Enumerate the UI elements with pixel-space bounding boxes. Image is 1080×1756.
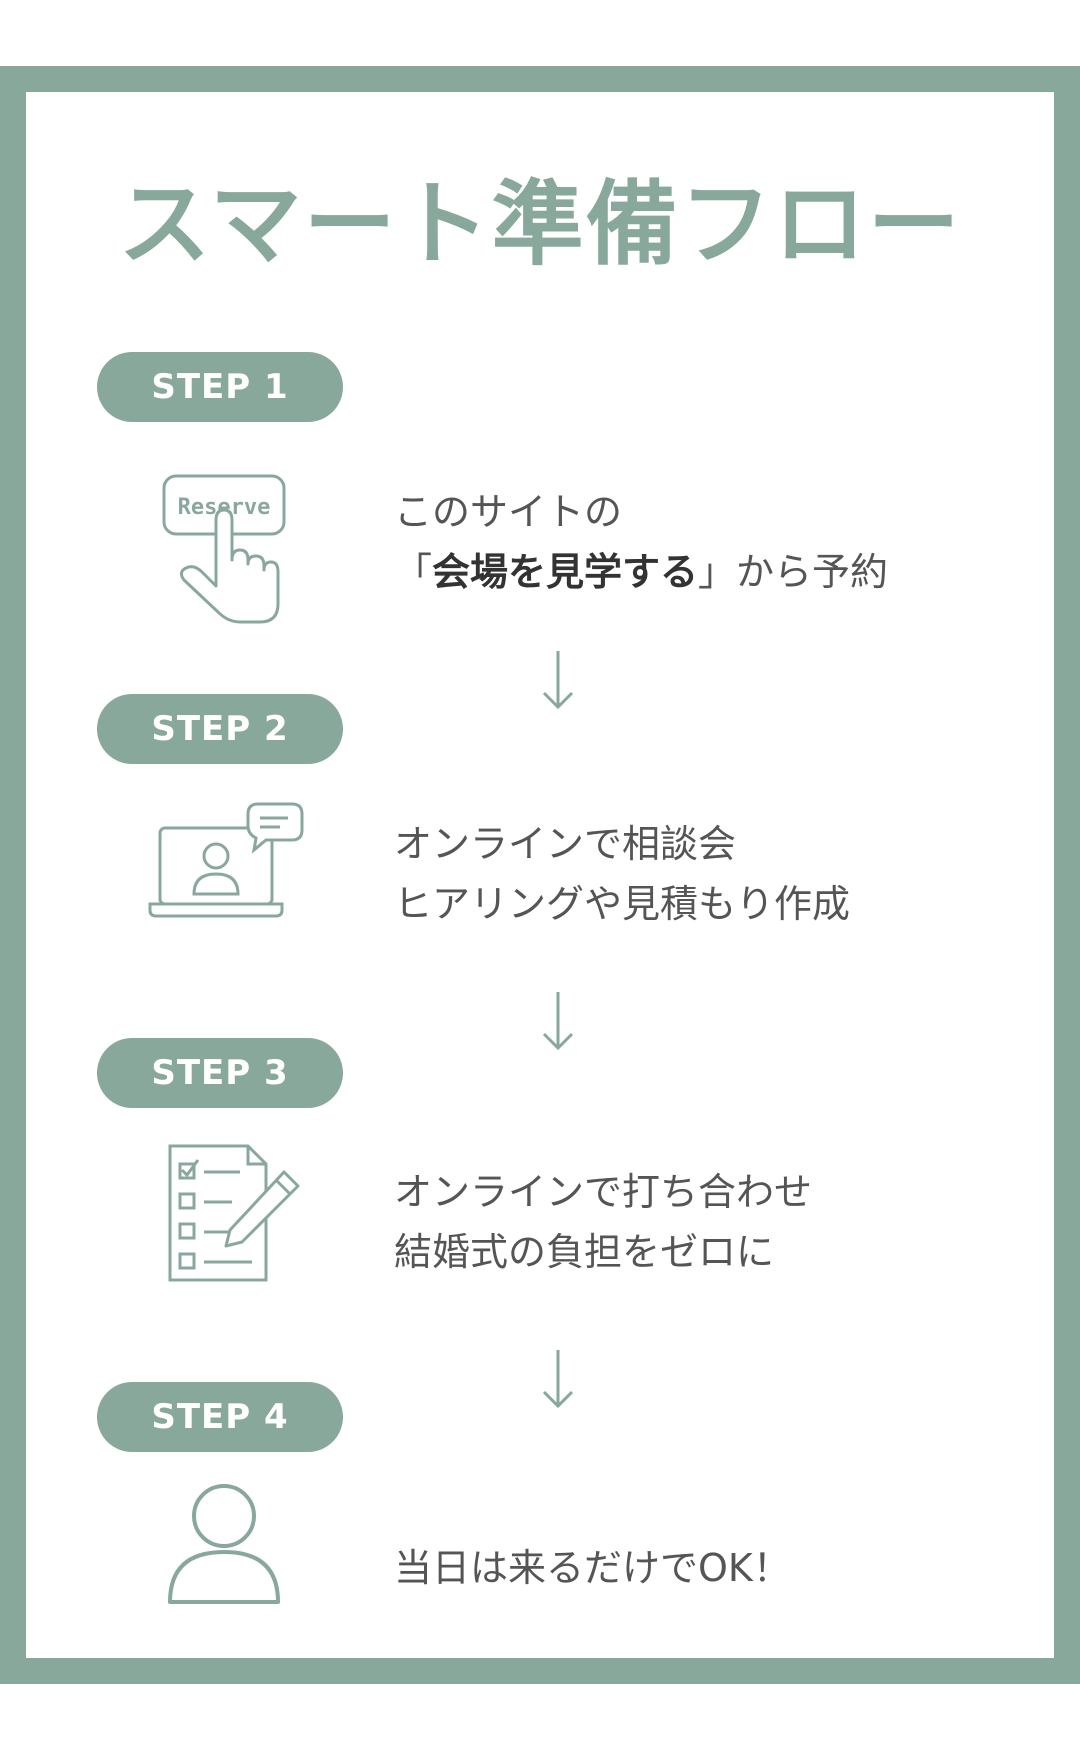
step-1-line-2: 「会場を見学する」から予約: [394, 542, 1034, 602]
step-2-description: オンラインで相談会 ヒアリングや見積もり作成: [394, 814, 1034, 934]
outer-frame: スマート準備フロー STEP 1 Reserve このサイトの 「会場を見学する…: [0, 66, 1080, 1684]
step-1-line-1: このサイトの: [394, 490, 623, 534]
checklist-pen-icon: [168, 1144, 300, 1282]
page-title: スマート準備フロー: [118, 171, 962, 278]
step-1-badge: STEP 1: [97, 352, 343, 422]
step-4-line-1: 当日は来るだけでOK！: [394, 1546, 791, 1590]
content-panel: スマート準備フロー STEP 1 Reserve このサイトの 「会場を見学する…: [26, 92, 1054, 1658]
step-4-description: 当日は来るだけでOK！: [394, 1538, 1034, 1598]
open-bracket: 「: [394, 550, 433, 594]
arrow-down-icon: [542, 992, 574, 1051]
person-icon: [168, 1484, 280, 1604]
step-2-line-1: オンラインで相談会: [394, 822, 737, 866]
step-3-description: オンラインで打ち合わせ 結婚式の負担をゼロに: [394, 1162, 1034, 1282]
step-2-line-2: ヒアリングや見積もり作成: [394, 882, 851, 926]
close-bracket-text: 」から予約: [698, 550, 889, 594]
step-1-description: このサイトの 「会場を見学する」から予約: [394, 482, 1034, 602]
step-3-line-1: オンラインで打ち合わせ: [394, 1170, 813, 1214]
step-3-badge: STEP 3: [97, 1038, 343, 1108]
step-4-badge: STEP 4: [97, 1382, 343, 1452]
video-call-icon: [148, 802, 304, 918]
step-3-line-2: 結婚式の負担をゼロに: [394, 1230, 775, 1274]
arrow-down-icon: [542, 651, 574, 710]
step-2-badge: STEP 2: [97, 694, 343, 764]
venue-tour-link-text: 会場を見学する: [432, 550, 699, 594]
reserve-hand-icon: Reserve: [162, 474, 286, 624]
arrow-down-icon: [542, 1350, 574, 1409]
